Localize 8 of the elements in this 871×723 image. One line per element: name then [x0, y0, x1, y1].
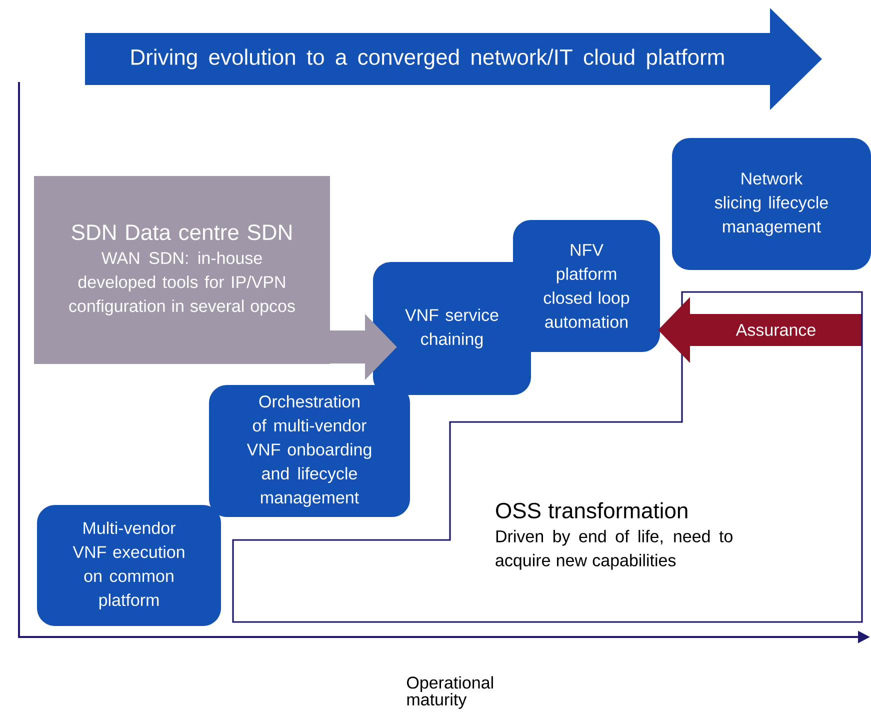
stage-box: Multi-vendor VNF execution on common platform	[37, 505, 221, 626]
stage-box: Network slicing lifecycle management	[672, 138, 871, 270]
stage-box: NFV platform closed loop automation	[513, 220, 660, 352]
node-label: Assurance	[736, 324, 816, 336]
stage-box: Orchestration of multi-vendor VNF onboarding and lifecycle management	[209, 385, 410, 517]
info-box: SDN Data centre SDN WAN SDN: in-house developed tools for IP/VPN configuration in several opcos	[34, 176, 330, 364]
node-label: VNF service chaining	[405, 308, 498, 348]
axis-label: Operational maturity	[407, 676, 493, 709]
